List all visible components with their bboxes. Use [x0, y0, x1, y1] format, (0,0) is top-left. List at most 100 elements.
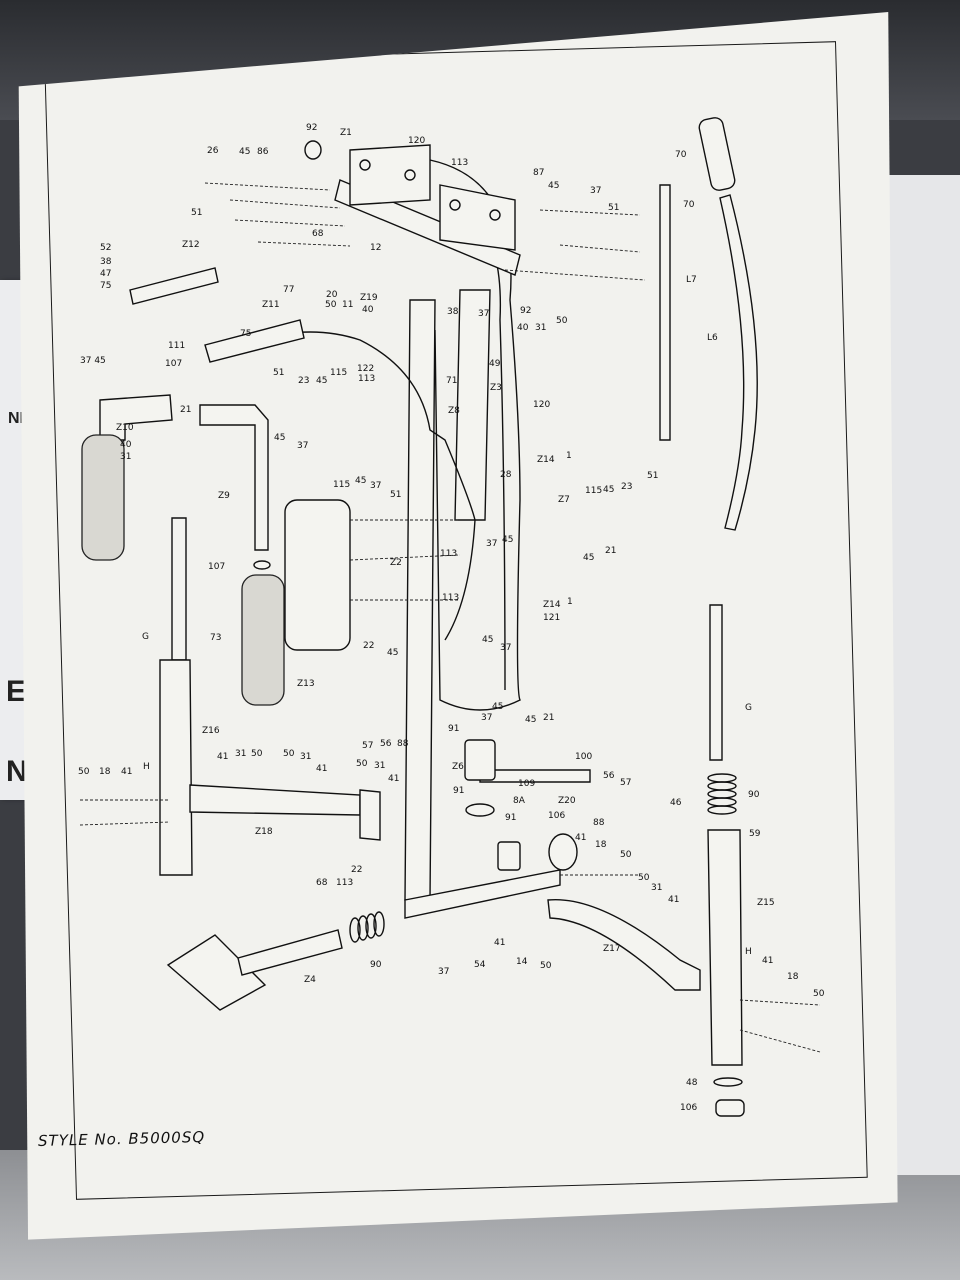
part-label: 31	[535, 323, 546, 333]
part-label: 37	[590, 186, 601, 196]
part-label: 45	[525, 715, 536, 725]
part-label: 111	[168, 341, 185, 351]
part-label: 41	[217, 752, 228, 762]
part-label: 56	[603, 771, 615, 781]
part-label: 121	[543, 613, 560, 623]
part-label: 68	[316, 878, 328, 888]
right-upright-z15	[707, 829, 743, 1066]
part-label: 107	[165, 359, 182, 369]
part-label: 45	[355, 476, 366, 486]
part-label: 91	[505, 813, 516, 823]
part-label: Z9	[218, 491, 230, 501]
part-label: 45	[274, 433, 285, 443]
part-label: 51	[608, 203, 619, 213]
part-label: 40	[120, 440, 132, 450]
part-label: 31	[374, 761, 385, 771]
part-label: 37	[438, 967, 449, 977]
part-label: Z13	[297, 679, 315, 689]
part-label: 113	[358, 374, 375, 384]
part-label: 91	[453, 786, 464, 796]
part-label: Z17	[603, 944, 621, 954]
part-label: 50	[556, 316, 568, 326]
press-arm-z12	[129, 267, 219, 305]
part-label: 26	[207, 146, 219, 156]
part-label: 41	[575, 833, 586, 843]
part-label: 113	[451, 158, 468, 168]
part-label: 45	[387, 648, 398, 658]
part-label: 37	[478, 309, 489, 319]
part-label: 107	[208, 562, 225, 572]
left-upright-tube	[159, 517, 193, 876]
part-label: 45	[316, 376, 327, 386]
part-label: 40	[517, 323, 529, 333]
part-label: L6	[707, 333, 718, 343]
part-label: 90	[370, 960, 382, 970]
part-label: 109	[518, 779, 535, 789]
part-label: 12	[370, 243, 381, 253]
part-label: 37	[297, 441, 308, 451]
part-label: 41	[668, 895, 679, 905]
part-label: L7	[686, 275, 697, 285]
part-label: 56	[380, 739, 392, 749]
part-label: 41	[388, 774, 399, 784]
part-label: Z16	[202, 726, 220, 736]
part-label: 92	[520, 306, 531, 316]
part-label: 41	[762, 956, 773, 966]
part-label: 14	[516, 957, 528, 967]
part-label: 48	[686, 1078, 698, 1088]
part-label: Z14	[537, 455, 555, 465]
right-upright-g	[709, 604, 723, 761]
lower-leg-roller-assembly	[199, 404, 285, 706]
part-label: 77	[283, 285, 294, 295]
part-label: 87	[533, 168, 544, 178]
part-label: 86	[257, 147, 269, 157]
part-label: 50	[638, 873, 650, 883]
part-label: 22	[351, 865, 362, 875]
part-label: 23	[298, 376, 309, 386]
center-base-beam	[404, 869, 561, 919]
part-label: 28	[500, 470, 512, 480]
part-label: 54	[474, 960, 486, 970]
part-label: 45	[492, 702, 503, 712]
upper-leg-roller-assembly	[81, 394, 173, 561]
press-arm-z11	[204, 319, 305, 363]
part-label: 52	[100, 243, 111, 253]
part-label: 91	[448, 724, 459, 734]
part-label: 75	[240, 329, 251, 339]
part-label: 88	[593, 818, 605, 828]
part-label: 106	[680, 1103, 697, 1113]
part-label: Z1	[340, 128, 352, 138]
part-label: 113	[336, 878, 353, 888]
part-label: 49	[489, 359, 501, 369]
right-base-z17	[547, 898, 701, 991]
foot-plate-z4	[166, 934, 267, 1011]
part-label: 11	[342, 300, 353, 310]
part-label: Z7	[558, 495, 570, 505]
part-label: 37	[486, 539, 497, 549]
part-label: 31	[235, 749, 246, 759]
part-label: H	[745, 947, 752, 957]
part-label: 51	[647, 471, 658, 481]
part-number-labels: 92 Z1 120 26 45 86 113 70 87 45 37 51 70…	[78, 123, 825, 1113]
backrest-pad	[284, 499, 351, 651]
part-label: 45	[583, 553, 594, 563]
part-label: 51	[191, 208, 202, 218]
part-label: Z10	[116, 423, 134, 433]
part-label: 18	[99, 767, 111, 777]
part-label: 120	[533, 400, 550, 410]
cable-path	[229, 331, 476, 641]
part-label: 122	[357, 364, 374, 374]
part-label: 47	[100, 269, 111, 279]
part-label: 113	[440, 549, 457, 559]
part-label: 92	[306, 123, 317, 133]
part-label: 45	[502, 535, 513, 545]
part-label: 45	[239, 147, 250, 157]
part-label: 1	[567, 597, 573, 607]
part-label: 50	[325, 300, 337, 310]
part-label: 41	[121, 767, 132, 777]
part-label: Z4	[304, 975, 316, 985]
part-label: 37 45	[80, 356, 106, 366]
part-label: 21	[605, 546, 616, 556]
part-label: 18	[595, 840, 607, 850]
